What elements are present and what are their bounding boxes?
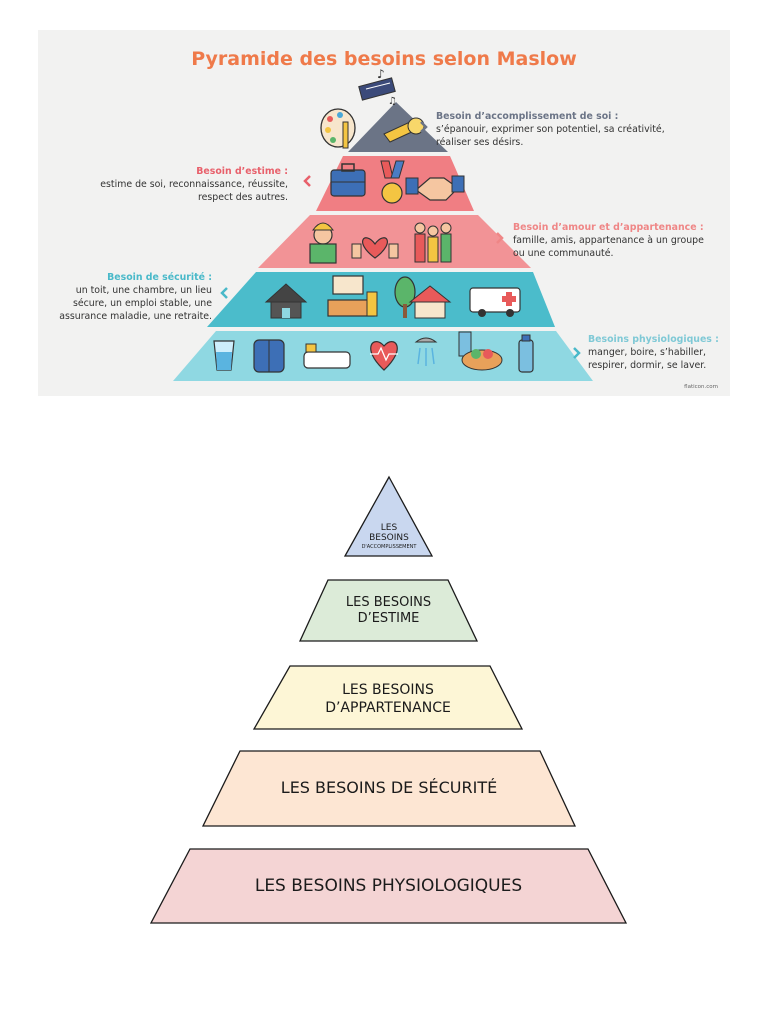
label-line: LES BESOINS [345, 595, 432, 610]
infographic-pyramid-svg: ♪ ♫ [173, 67, 593, 381]
note-estime-heading: Besoin d’estime : [196, 166, 288, 177]
note-amour-heading: Besoin d’amour et d’appartenance : [513, 222, 704, 233]
note-estime: Besoin d’estime : estime de soi, reconna… [78, 165, 288, 204]
jacket-icon [253, 339, 285, 373]
label-line: D’APPARTENANCE [325, 700, 451, 716]
label-line: LES [380, 523, 398, 533]
level-securite-label: LES BESOINS DE SÉCURITÉ [280, 778, 498, 797]
medal-icon [380, 160, 405, 204]
heart-hands-icon [351, 237, 399, 259]
chevron-right-icon [496, 232, 504, 244]
note-amour-text: famille, amis, appartenance à un groupe … [513, 235, 704, 259]
level-physiologiques-label: LES BESOINS PHYSIOLOGIQUES [254, 876, 523, 896]
chevron-right-icon [420, 121, 428, 133]
food-icon [458, 331, 503, 371]
label-line: LES BESOINS [342, 682, 434, 698]
water-bottle-icon [518, 334, 534, 373]
label-line: D'ACCOMPLISSEMENT [361, 544, 417, 550]
handshake-icon [405, 175, 465, 201]
label-line: BESOINS [369, 533, 409, 543]
infographic-title: Pyramide des besoins selon Maslow [191, 48, 577, 70]
level-accomplissement-label: LES BESOINS D'ACCOMPLISSEMENT [339, 523, 439, 551]
music-note-icon: ♪ ♫ [377, 67, 397, 107]
svg-text:♪: ♪ [377, 67, 385, 81]
family-icon [414, 222, 452, 263]
trumpet-icon [383, 117, 425, 143]
water-glass-icon [213, 340, 235, 371]
house-icon [264, 283, 308, 319]
tree-house-icon [394, 276, 452, 319]
credit-label: flaticon.com [684, 384, 718, 390]
note-accomplissement-heading: Besoin d’accomplissement de soi : [436, 111, 619, 122]
note-securite-heading: Besoin de sécurité : [107, 272, 212, 283]
keyboard-icon [358, 77, 396, 101]
worker-icon [309, 222, 337, 264]
heartbeat-icon [370, 341, 398, 371]
palette-icon [320, 108, 356, 149]
note-accomplissement: Besoin d’accomplissement de soi : s’épan… [436, 110, 696, 149]
chevron-left-icon [220, 287, 228, 299]
note-accomplissement-text: s’épanouir, exprimer son potentiel, sa c… [436, 124, 665, 148]
ambulance-icon [469, 287, 521, 317]
maslow-infographic: ♪ ♫ [38, 30, 730, 396]
briefcase-icon [330, 163, 366, 197]
shower-icon [414, 337, 438, 366]
label-line: D’ESTIME [357, 611, 420, 626]
chevron-left-icon [303, 175, 311, 187]
level-estime-label: LES BESOINS D’ESTIME [300, 595, 477, 627]
layer-amour [258, 215, 531, 268]
note-amour: Besoin d’amour et d’appartenance : famil… [513, 221, 713, 260]
chevron-right-icon [573, 347, 581, 359]
level-appartenance-label: LES BESOINS D’APPARTENANCE [254, 681, 522, 717]
bedroom-icon [327, 275, 378, 317]
note-physiologiques-text: manger, boire, s’habiller, respirer, dor… [588, 347, 707, 371]
note-securite-text: un toit, une chambre, un lieu sécure, un… [59, 285, 212, 322]
note-physiologiques: Besoins physiologiques : manger, boire, … [588, 333, 728, 372]
note-estime-text: estime de soi, reconnaissance, réussite,… [100, 179, 288, 203]
note-physiologiques-heading: Besoins physiologiques : [588, 334, 719, 345]
bathtub-icon [303, 343, 351, 369]
note-securite: Besoin de sécurité : un toit, une chambr… [43, 271, 212, 323]
svg-text:♫: ♫ [388, 96, 397, 107]
